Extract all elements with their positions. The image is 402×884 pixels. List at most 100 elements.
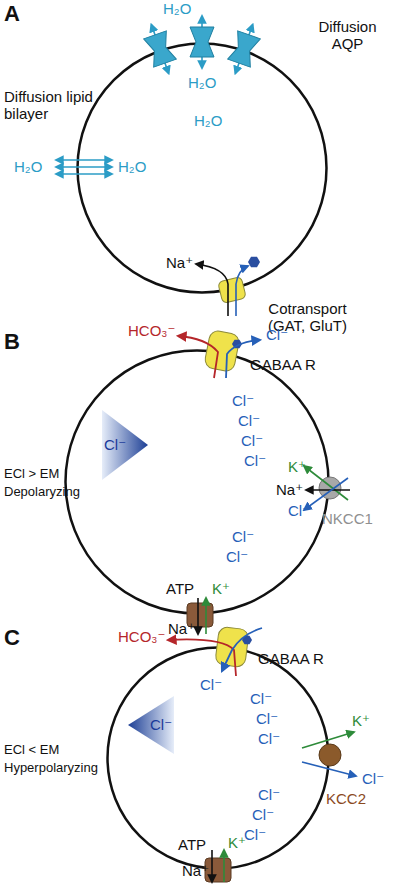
ion-label: HCO₃⁻: [128, 322, 175, 339]
receptor-body: [204, 329, 241, 372]
ion-label: Cl⁻: [200, 676, 222, 693]
ion-label: Cl⁻: [250, 690, 272, 707]
aquaporin-body: [190, 27, 214, 57]
water-arrow: [201, 16, 203, 68]
aquaporin-body: [144, 31, 177, 67]
ion-label: K⁺: [352, 712, 370, 729]
process-label: Diffusion lipid bilayer: [4, 88, 99, 122]
ion-label: Cl⁻: [104, 436, 126, 453]
ion-label: Cl⁻: [241, 432, 263, 449]
ion-label: Na⁺: [166, 254, 193, 271]
ion-label: Cl⁻: [258, 730, 280, 747]
sodium-arrow: [196, 264, 228, 316]
ion-label: Na⁺: [168, 620, 195, 637]
water-arrow: [56, 159, 112, 161]
aquaporin-channel: [140, 20, 180, 77]
potassium-arrow: [304, 466, 348, 500]
potential-label: ECl > EM: [4, 466, 59, 481]
effect-label: Hyperpolaryzing: [4, 760, 98, 775]
cell-membrane: [108, 648, 329, 869]
bicarbonate-arrow: [178, 336, 218, 378]
atpase-pump: [205, 858, 231, 882]
process-label: Cotransport (GAT, GluT): [250, 300, 365, 334]
substrate-hexagon: [248, 257, 260, 267]
panel-letter: A: [4, 2, 20, 26]
bicarbonate-arrow: [168, 639, 236, 676]
sodium-arrow: [197, 598, 199, 634]
ion-label: Cl⁻: [232, 528, 254, 545]
chloride-gradient-wedge: Cl⁻: [126, 694, 176, 756]
ion-label: H₂O: [118, 158, 146, 175]
panel-letter: C: [4, 626, 20, 650]
kcc2-symbol: [319, 744, 341, 766]
ion-label: K⁺: [228, 834, 246, 851]
chloride-gradient: [102, 410, 148, 480]
water-arrow: [235, 24, 252, 73]
ion-label: Cl⁻: [256, 710, 278, 727]
chloride-arrow: [226, 340, 260, 378]
panel-letter: B: [4, 330, 20, 354]
water-label: H₂O: [14, 158, 42, 175]
aquaporin-channel: [190, 16, 214, 68]
ion-label: H₂O: [194, 112, 222, 129]
ion-label: Cl⁻: [226, 548, 248, 565]
potassium-arrow: [223, 850, 225, 882]
ion-label: Cl⁻: [258, 786, 280, 803]
water-arrow: [56, 166, 112, 168]
ion-label: K⁺: [212, 580, 230, 597]
potential-label: ECl < EM: [4, 742, 59, 757]
ion-label: ATP: [166, 580, 194, 597]
chloride-gradient: [128, 696, 174, 754]
ion-label: Cl⁻: [238, 412, 260, 429]
chloride-arrow: [222, 628, 262, 671]
chloride-gradient-wedge: Cl⁻: [100, 408, 150, 482]
water-arrow: [151, 24, 168, 73]
cotransporter-body: [218, 276, 247, 303]
aquaporin-channel: [224, 20, 264, 77]
ion-label: H₂O: [188, 74, 216, 91]
ion-label: Cl⁻: [244, 452, 266, 469]
water-arrow: [56, 173, 112, 175]
ion-label: Na⁺: [276, 481, 303, 498]
receptor-body: [215, 626, 249, 667]
ion-label: Cl⁻: [362, 770, 384, 787]
potassium-arrow: [302, 732, 354, 748]
cell: H₂O H₂O H₂O Na⁺: [76, 42, 328, 294]
ion-label: Cl⁻: [244, 826, 266, 843]
gaba-receptor: [215, 626, 249, 667]
ion-label: Cl⁻: [232, 392, 254, 409]
sodium-arrow: [306, 489, 350, 491]
chloride-arrow: [302, 762, 356, 776]
cell-membrane: [66, 351, 329, 614]
transporter-label: KCC2: [326, 790, 366, 807]
potassium-arrow: [205, 598, 207, 634]
cell-membrane: [78, 44, 327, 293]
cotransporter: [218, 276, 247, 303]
ion-label: Cl⁻: [252, 806, 274, 823]
receptor-label: GABAA R: [250, 356, 316, 373]
ion-label: K⁺: [288, 458, 306, 475]
effect-label: Depolaryzing: [4, 484, 80, 499]
sodium-arrow: [211, 850, 213, 882]
aquaporin-body: [228, 31, 261, 67]
ion-label: HCO₃⁻: [118, 628, 165, 645]
chloride-arrow: [304, 478, 348, 510]
water-label: H₂O: [163, 0, 191, 17]
transporter-label: NKCC1: [322, 510, 373, 527]
cell: Cl⁻Cl⁻Cl⁻Cl⁻Cl⁻Cl⁻Cl⁻ATPK⁺Cl⁻: [106, 646, 330, 870]
gaba-hexagon: [242, 636, 252, 645]
process-label: Diffusion AQP: [305, 18, 390, 52]
ion-label: Cl⁻: [288, 502, 310, 519]
ion-label: ATP: [178, 836, 206, 853]
ion-label: Cl⁻: [266, 326, 288, 343]
gaba-receptor: [204, 329, 241, 372]
gaba-hexagon: [232, 340, 242, 349]
atpase-pump: [187, 603, 213, 627]
cell: Cl⁻ Cl⁻ Cl⁻ Cl⁻ Cl⁻ Cl⁻ K⁺ Na⁺ Cl⁻ ATP K⁺ Cl⁻: [64, 349, 330, 615]
substrate-arrow: [236, 266, 248, 316]
ion-label: Cl⁻: [150, 716, 172, 733]
